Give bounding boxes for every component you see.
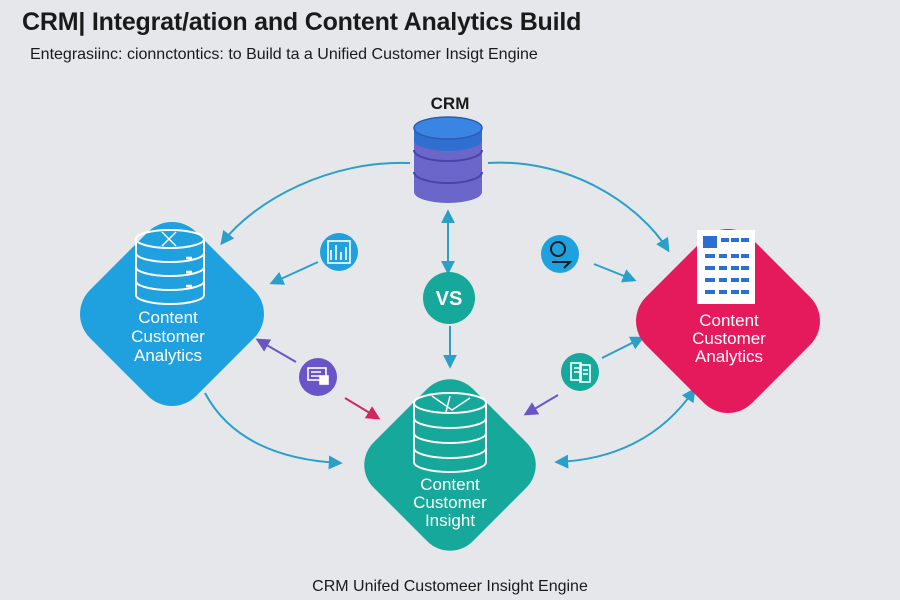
arrow-files-to-right: [601, 336, 645, 359]
arrow-crm-to-left: [220, 161, 411, 246]
database-icon: [413, 392, 487, 473]
vs-label: VS: [436, 288, 463, 310]
arrow-center-to-right: [554, 387, 696, 469]
arrow-files-to-center: [523, 394, 559, 416]
right-node-line-2: Customer: [692, 329, 766, 348]
database-icon: [135, 229, 205, 305]
document-grid-icon: [697, 230, 755, 304]
center-node-line-2: Customer: [413, 493, 487, 512]
footer-caption: CRM Unifed Customeer Insight Engine: [312, 578, 588, 595]
page-title: CRM| Integrat/ation and Content Analytic…: [22, 8, 582, 36]
right-node-shape: [636, 229, 820, 413]
page-subtitle: Entegrasiinc: cionnctontics: to Build ta…: [30, 46, 538, 63]
cards-icon: [299, 358, 337, 396]
chart-icon: [320, 233, 358, 271]
arrow-chart-to-left: [269, 261, 319, 285]
left-analytics-node[interactable]: Content Customer Analytics: [66, 208, 278, 420]
connector-arrows: [204, 161, 696, 470]
left-node-shape: [80, 222, 264, 406]
crm-node[interactable]: CRM: [413, 94, 483, 203]
arrow-crm-to-right: [487, 161, 670, 253]
arrow-left-to-center: [204, 392, 343, 470]
arrow-cards-to-left: [255, 338, 297, 363]
center-node-shape: [364, 379, 536, 551]
arrow-person-to-right: [593, 263, 637, 283]
right-node-line-1: Content: [699, 311, 759, 330]
files-icon: [561, 353, 599, 391]
right-analytics-node[interactable]: Content Customer Analytics: [622, 215, 834, 427]
arrow-cards-to-center: [344, 397, 381, 420]
left-node-line-1: Content: [138, 308, 198, 327]
person-icon: [541, 235, 579, 273]
vs-badge: VS: [423, 272, 475, 324]
left-node-line-3: Analytics: [134, 346, 202, 365]
right-node-line-3: Analytics: [695, 347, 763, 366]
center-node-line-3: Insight: [425, 511, 475, 530]
center-insight-node[interactable]: Content Customer Insight: [351, 366, 549, 564]
center-node-line-1: Content: [420, 475, 480, 494]
left-node-line-2: Customer: [131, 327, 205, 346]
database-icon: [413, 116, 483, 203]
crm-label: CRM: [431, 94, 470, 113]
